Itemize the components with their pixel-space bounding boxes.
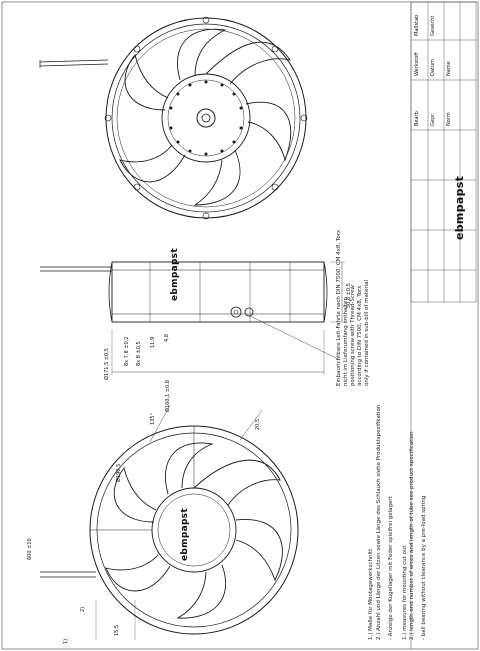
side-logo: ebmpapst: [170, 248, 180, 301]
tb-date: Datum: [430, 59, 436, 76]
rear-logo: ebmpapst: [180, 508, 190, 561]
dim-outer-diameter: Ø171,5 ±0,5: [104, 348, 110, 380]
dim-angle: 135°: [150, 412, 156, 425]
dim-rib: 4,8: [164, 334, 170, 342]
tb-name: Name: [446, 61, 452, 76]
callout-de-1: Einbaurichtbare Leit-Fahrte nach DIN 750…: [336, 229, 342, 386]
dim-holes-a: 8x 7,8 ±0,2: [124, 336, 130, 366]
tb-material: Werkstoff: [414, 52, 420, 76]
dim-flange: 11,9: [150, 336, 156, 348]
fan-front-view: [39, 16, 308, 220]
tb-scale: Maßstab: [414, 14, 420, 36]
tb-drawn: Bearb.: [414, 109, 420, 126]
dim-bolt-circle: Ø160,1 ±0,8: [165, 380, 171, 412]
callout-en-3: only if contained in sub-bill of materia…: [364, 279, 370, 386]
note-de-3: - Anzeige der Kugellager mit Feder spiel…: [388, 496, 394, 640]
fan-rear-view: [40, 404, 299, 640]
dim-cable-length: 600 ±10: [27, 538, 33, 560]
tb-checked: Gepr.: [430, 112, 436, 126]
dim-cutout: Ø190,5: [116, 463, 122, 482]
callout-en-1: positioning screw with Thread-Screw: [350, 285, 356, 386]
note-de-2: 2.) Anzahl und Länge der Litzen sowie Lä…: [376, 404, 382, 640]
footnote-ref-1: 1): [63, 638, 69, 644]
rotor-marking-ring: [169, 80, 243, 156]
tb-standard: Norm: [446, 112, 452, 126]
title-block-logo: ebmpapst: [453, 175, 466, 240]
dim-holes-b: 8x 8 ±0,5: [136, 341, 142, 366]
callout-de-2: nicht im Lieferumfang enthalten: [343, 297, 349, 386]
note-de-1: 1.) Maße für Montagewerkschnitt: [368, 548, 374, 640]
dim-cable-exit: 15,5: [114, 624, 120, 636]
note-en-1: 1.) measures for mounting cut out: [402, 545, 408, 640]
fan-side-view: [40, 261, 345, 375]
callout-en-2: according to DIN 7500, CM 4x8, Torx: [357, 285, 363, 386]
tb-weight: Gewicht: [430, 15, 436, 36]
dim-offset: 20,5: [255, 418, 261, 430]
footnote-ref-2: 2): [80, 606, 86, 612]
title-block-grid: [410, 1, 477, 303]
note-en-2: 2.) length and number of wires and lengt…: [409, 431, 415, 640]
note-en-3: - ball bearing without clearance by a pr…: [421, 495, 427, 640]
